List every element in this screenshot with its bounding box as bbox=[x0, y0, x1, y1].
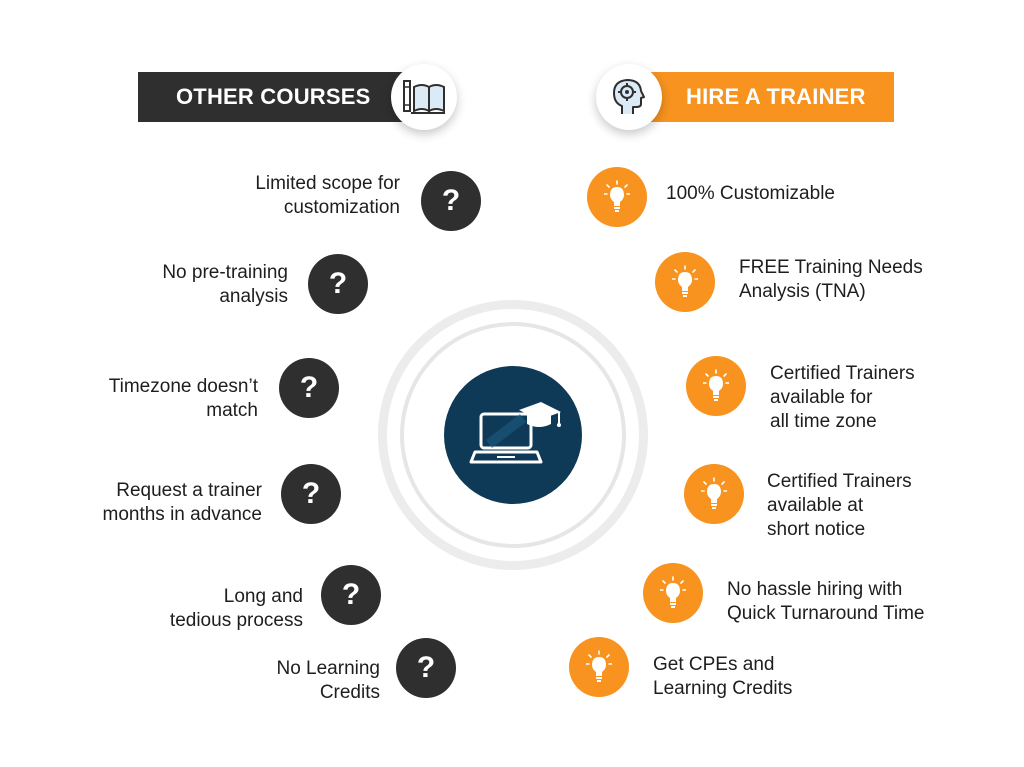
other-courses-header: OTHER COURSES bbox=[138, 72, 425, 122]
other-courses-item-6-text: No Learning Credits bbox=[276, 658, 380, 703]
question-icon: ? bbox=[279, 358, 339, 418]
question-icon: ? bbox=[421, 171, 481, 231]
other-courses-item-1-text: Limited scope for customization bbox=[255, 173, 400, 218]
book-icon bbox=[403, 80, 445, 114]
other-courses-item-3-text: Timezone doesn’t match bbox=[108, 376, 258, 421]
lightbulb-icon bbox=[587, 167, 647, 227]
hire-trainer-item-1-text: 100% Customizable bbox=[666, 183, 835, 204]
other-courses-item-5-text: Long and tedious process bbox=[169, 586, 303, 631]
laptop-graduation-cap-icon bbox=[469, 402, 561, 464]
other-courses-title: OTHER COURSES bbox=[176, 84, 371, 109]
lightbulb-icon bbox=[686, 356, 746, 416]
lightbulb-icon bbox=[684, 464, 744, 524]
hire-trainer-item-4-text: Certified Trainers available at short no… bbox=[767, 471, 912, 540]
center-outer-ring bbox=[378, 300, 648, 570]
lightbulb-icon bbox=[569, 637, 629, 697]
question-icon: ? bbox=[281, 464, 341, 524]
center-badge bbox=[444, 366, 582, 504]
other-courses-item-2-text: No pre-training analysis bbox=[162, 262, 288, 307]
hire-trainer-item-2-text: FREE Training Needs Analysis (TNA) bbox=[739, 257, 923, 302]
hire-trainer-item-6-text: Get CPEs and Learning Credits bbox=[653, 654, 793, 699]
question-icon: ? bbox=[321, 565, 381, 625]
hire-trainer-item-3-text: Certified Trainers available for all tim… bbox=[770, 363, 915, 432]
lightbulb-icon bbox=[655, 252, 715, 312]
book-icon-badge bbox=[391, 64, 457, 130]
lightbulb-icon bbox=[643, 563, 703, 623]
head-gear-icon bbox=[613, 79, 645, 114]
hire-a-trainer-title: HIRE A TRAINER bbox=[686, 84, 866, 109]
hire-trainer-item-5-text: No hassle hiring with Quick Turnaround T… bbox=[727, 579, 925, 624]
head-gear-icon-badge bbox=[596, 64, 662, 130]
center-inner-ring bbox=[400, 322, 626, 548]
question-icon: ? bbox=[308, 254, 368, 314]
question-icon: ? bbox=[396, 638, 456, 698]
other-courses-item-4-text: Request a trainer months in advance bbox=[102, 480, 263, 525]
